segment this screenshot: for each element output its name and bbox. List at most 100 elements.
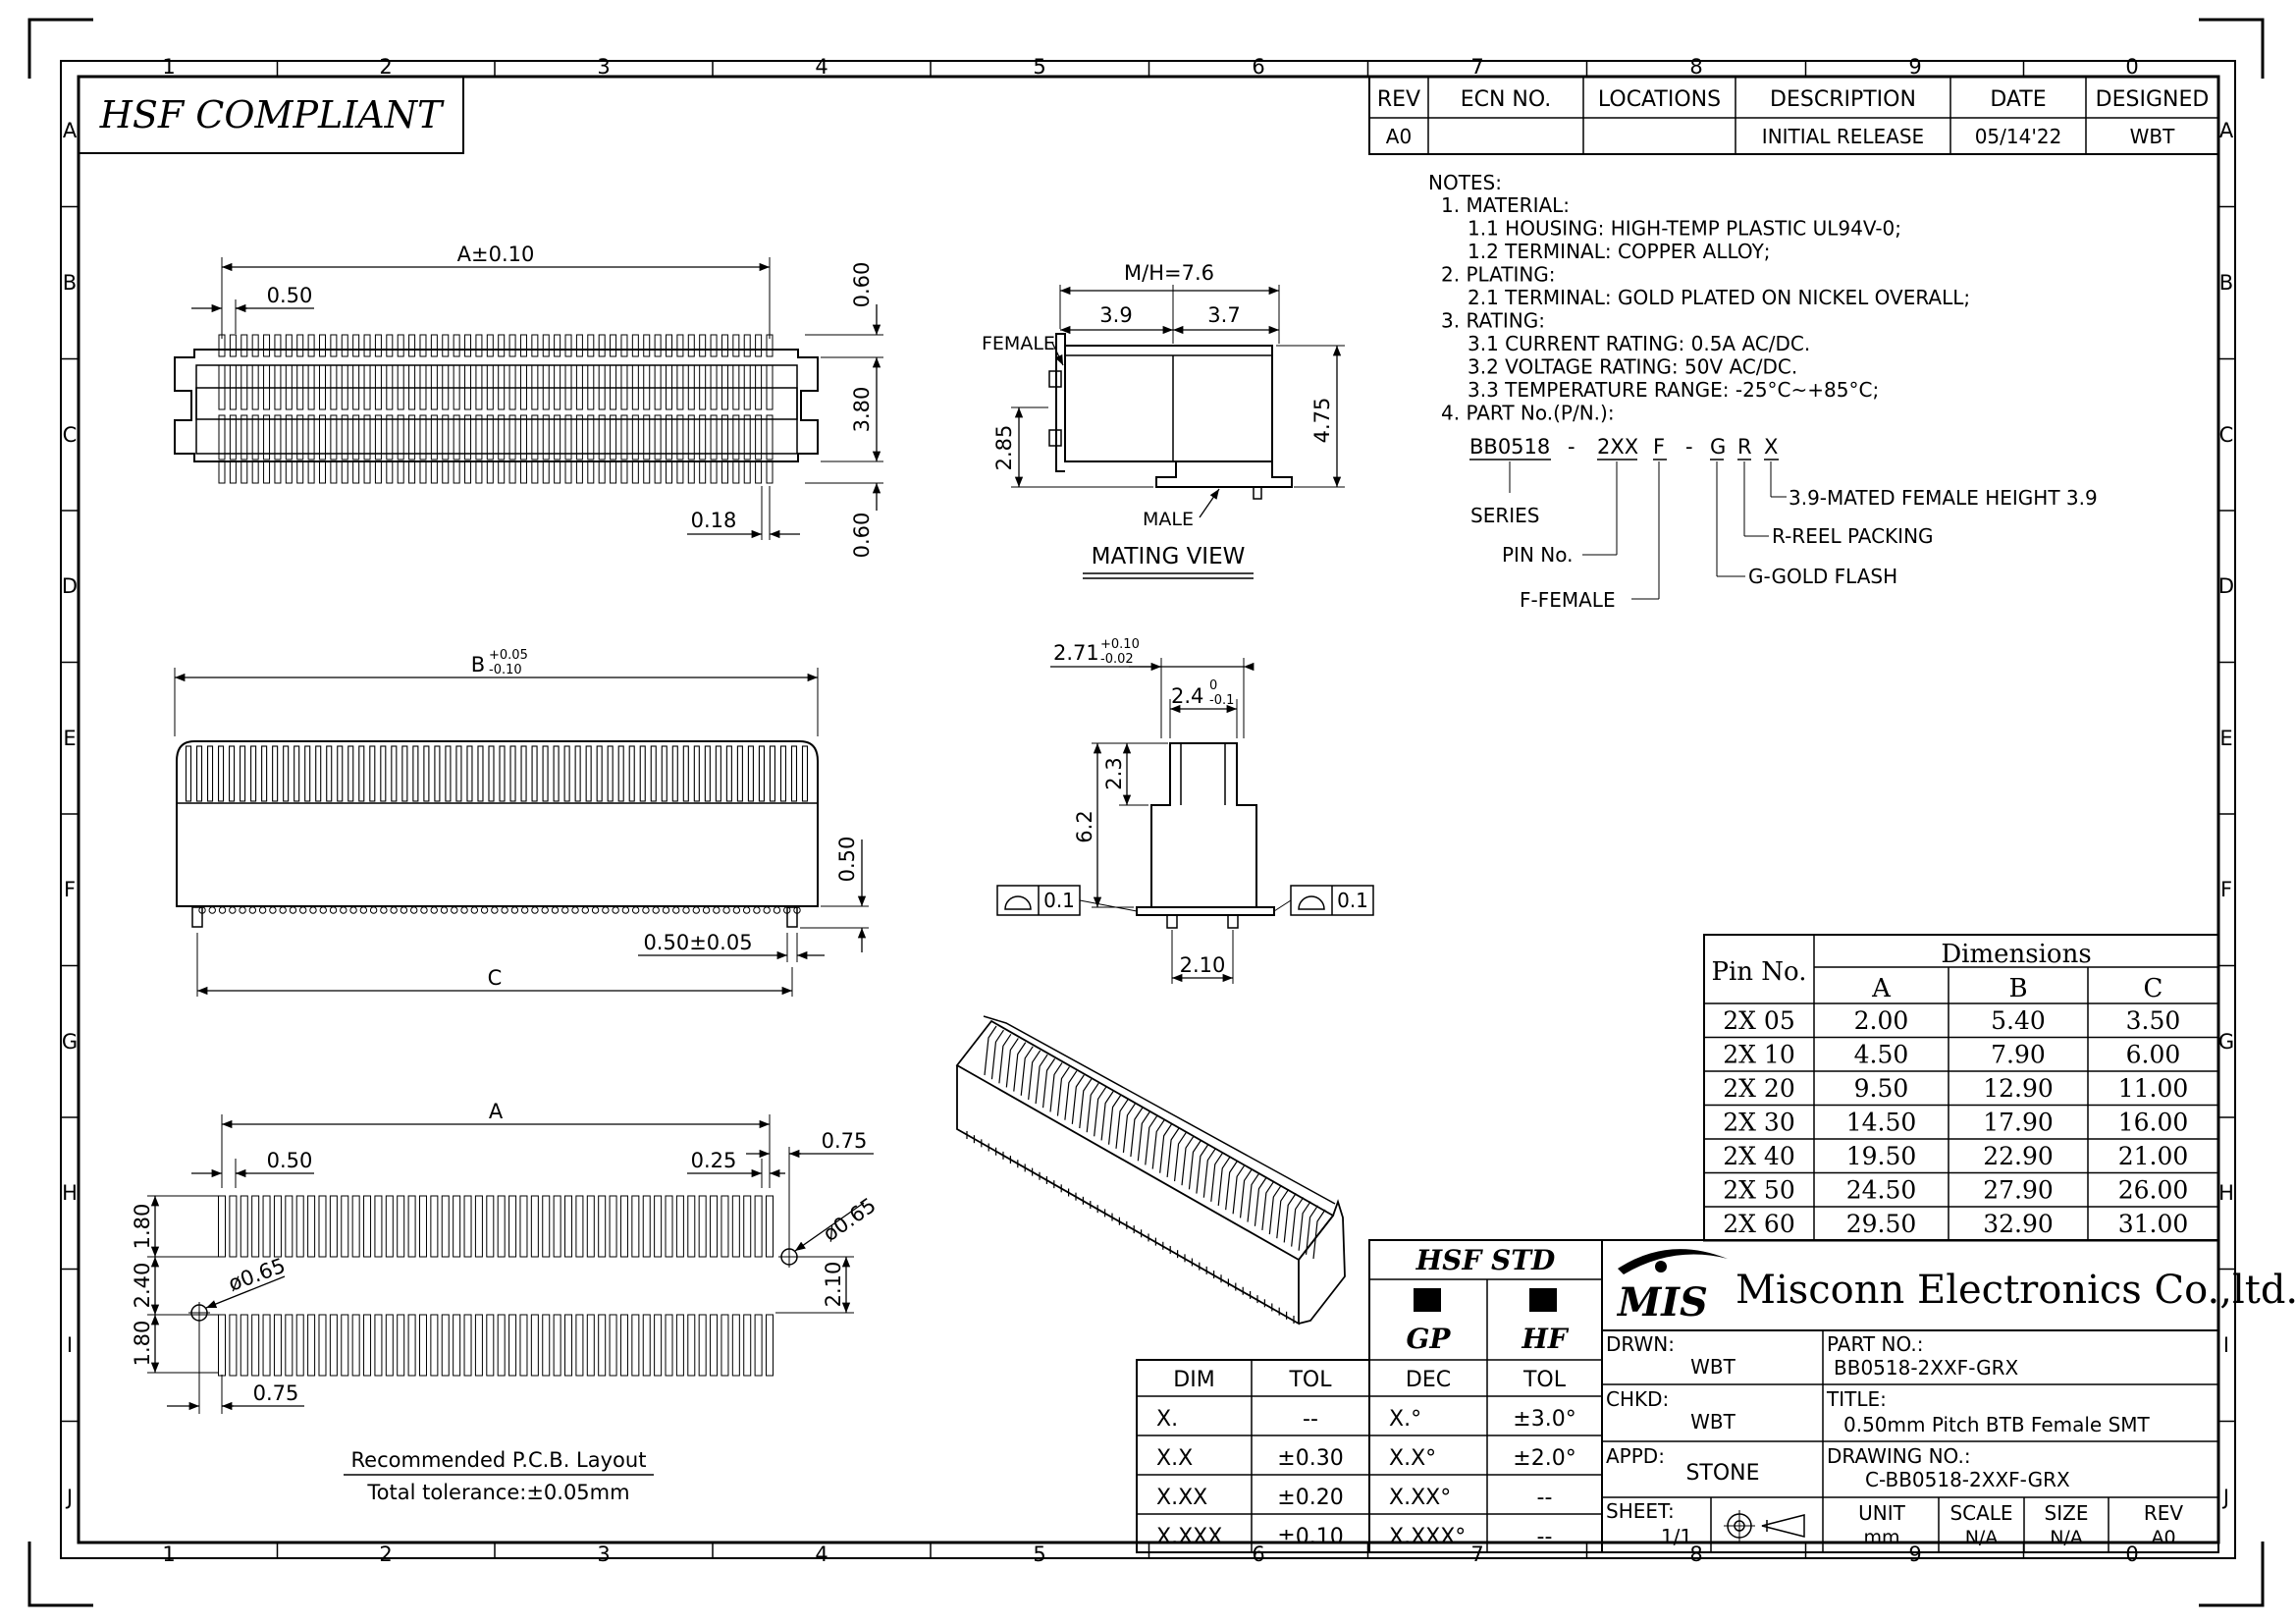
dim-380: 3.80	[850, 387, 874, 433]
rev-cell: INITIAL RELEASE	[1762, 125, 1924, 148]
row-label: E	[63, 727, 76, 750]
dim-cell: 14.50	[1846, 1109, 1917, 1137]
column-label: 0	[2125, 55, 2138, 79]
note-line: 2. PLATING:	[1441, 263, 1556, 287]
dim-cell: 7.90	[1991, 1041, 2046, 1069]
dim-cell: 12.90	[1983, 1074, 2054, 1103]
dim-cell: 2X 10	[1723, 1041, 1794, 1069]
flatness-right-value: 0.1	[1337, 889, 1368, 912]
note-line: 1.1 HOUSING: HIGH-TEMP PLASTIC UL94V-0;	[1468, 217, 1901, 241]
pcb-layout: A 0.50 0.25 0.75 ø0.65 ø0.65 1.80 2.4	[131, 1100, 881, 1504]
dim-cell: 16.00	[2118, 1109, 2189, 1137]
tol-dim: X.XX	[1156, 1486, 1207, 1510]
column-label: 3	[597, 55, 610, 79]
end-view: 2.71 +0.10 -0.02 2.4 0 -0.1 2.3 6.2 2.10…	[996, 637, 1374, 984]
pn-label-height: 3.9-MATED FEMALE HEIGHT 3.9	[1789, 486, 2098, 510]
column-label: 4	[815, 1543, 828, 1566]
column-label: 6	[1252, 55, 1264, 79]
flatness-callout-left: 0.1	[996, 885, 1138, 916]
hsf-tol: ±2.0°	[1513, 1446, 1575, 1471]
chkd-label: CHKD:	[1606, 1387, 1669, 1411]
row-label: E	[2219, 727, 2232, 750]
note-line: 3.1 CURRENT RATING: 0.5A AC/DC.	[1468, 332, 1810, 355]
dim-475: 4.75	[1310, 398, 1334, 444]
dim-pitch-top: 0.50	[267, 284, 313, 307]
dim-col-header: B	[2008, 974, 2027, 1003]
column-label: 5	[1033, 1543, 1045, 1566]
dim-cell: 27.90	[1983, 1176, 2054, 1205]
dim-23: 2.3	[1102, 757, 1126, 789]
row-label: D	[62, 574, 78, 598]
dim-cell: 31.00	[2118, 1210, 2189, 1238]
dim-24-tol-minus: -0.1	[1209, 693, 1234, 708]
column-label: 8	[1689, 1543, 1702, 1566]
title-value: 0.50mm Pitch BTB Female SMT	[1843, 1413, 2151, 1436]
column-label: 7	[1470, 55, 1483, 79]
dim-24-tol-plus: 0	[1209, 678, 1217, 693]
rev-label: REV	[2144, 1501, 2184, 1525]
side-view-solder-tails	[198, 906, 801, 914]
dim-cell: 3.50	[2126, 1006, 2181, 1035]
drawing-value: C-BB0518-2XXF-GRX	[1865, 1468, 2070, 1491]
hf-label: HF	[1521, 1323, 1569, 1355]
title-block: MIS Misconn Electronics Co.,ltd. DRWN:WB…	[1601, 1239, 2296, 1553]
projection-symbol	[1724, 1510, 1805, 1542]
pn-label-gold: G-GOLD FLASH	[1748, 565, 1897, 588]
dim-cell: 11.00	[2118, 1074, 2189, 1103]
column-label: 9	[1908, 1543, 1921, 1566]
dim-271: 2.71	[1053, 641, 1099, 665]
label-female: FEMALE	[982, 333, 1055, 354]
row-label: G	[2218, 1030, 2234, 1054]
dim-cell: 22.90	[1983, 1142, 2054, 1170]
top-view-housing	[174, 349, 819, 462]
company-name: Misconn Electronics Co.,ltd.	[1735, 1268, 2296, 1313]
dim-a-pcb: A	[489, 1100, 504, 1123]
rev-cell: 05/14'22	[1975, 125, 2062, 148]
dim-cell: 2X 20	[1723, 1074, 1794, 1103]
note-line: 3.2 VOLTAGE RATING: 50V AC/DC.	[1468, 355, 1797, 379]
dim-mated-height: M/H=7.6	[1124, 261, 1214, 285]
row-label: D	[2218, 574, 2234, 598]
note-line: 3. RATING:	[1441, 309, 1545, 333]
dim-271-tol-plus: +0.10	[1100, 637, 1140, 652]
dim-cell: 29.50	[1846, 1210, 1917, 1238]
gp-marker	[1414, 1288, 1441, 1312]
dim-37: 3.7	[1207, 303, 1240, 327]
rev-header: DATE	[1990, 87, 2046, 112]
row-label: J	[2221, 1486, 2229, 1509]
dim-240: 2.40	[131, 1263, 154, 1309]
unit-value: mm	[1863, 1527, 1899, 1548]
row-label: F	[2220, 878, 2232, 901]
row-label: C	[2219, 423, 2234, 447]
dim-cell: 2X 05	[1723, 1006, 1794, 1035]
pn-segment: -	[1568, 435, 1575, 459]
column-label: 4	[815, 55, 828, 79]
tol-header: TOL	[1288, 1368, 1332, 1392]
column-label: 3	[597, 1543, 610, 1566]
row-label: I	[67, 1333, 73, 1357]
dim-271-tol-minus: -0.02	[1100, 652, 1134, 667]
part-value: BB0518-2XXF-GRX	[1834, 1356, 2019, 1380]
hsf-header: TOL	[1522, 1368, 1567, 1392]
dim-cell: 4.50	[1854, 1041, 1909, 1069]
column-label: 8	[1689, 55, 1702, 79]
row-label: A	[2219, 119, 2234, 142]
part-label: PART NO.:	[1827, 1332, 1923, 1356]
hsf-dec: X.X°	[1389, 1446, 1436, 1471]
size-value: N/A	[2050, 1527, 2083, 1548]
hsf-compliant-box: HSF COMPLIANT	[78, 76, 464, 154]
row-label: A	[63, 119, 78, 142]
note-line: 2.1 TERMINAL: GOLD PLATED ON NICKEL OVER…	[1468, 286, 1970, 309]
dim-24: 2.4	[1171, 684, 1203, 708]
row-label: H	[2218, 1181, 2234, 1205]
row-label: B	[63, 271, 77, 295]
corner-marks	[27, 18, 2265, 1607]
column-label: 1	[162, 55, 175, 79]
hsf-compliant-label: HSF COMPLIANT	[99, 93, 445, 136]
label-male: MALE	[1143, 509, 1194, 530]
dim-cell: 17.90	[1983, 1109, 2054, 1137]
tol-dim: X.	[1156, 1407, 1178, 1432]
tol-value: --	[1303, 1407, 1318, 1432]
